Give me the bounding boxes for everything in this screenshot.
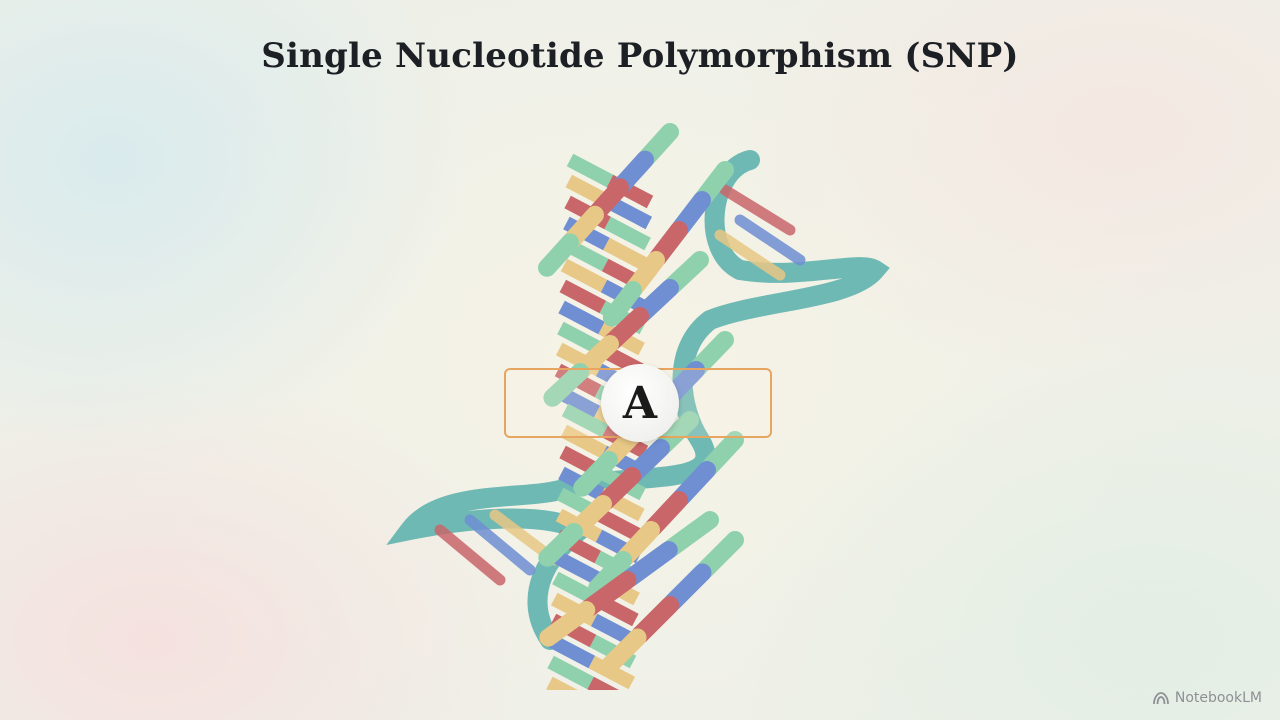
- dna-base-half: [546, 676, 578, 690]
- dna-base-half: [604, 216, 651, 251]
- dna-front-backbone-left: [596, 467, 641, 511]
- dna-back-base-pair: [714, 229, 786, 281]
- dna-back-base-pair: [464, 514, 536, 576]
- dna-base-half: [560, 258, 608, 293]
- dna-front-backbone-left: [663, 511, 719, 557]
- dna-back-base-pair: [719, 184, 796, 236]
- dna-front-backbone-left: [538, 523, 583, 567]
- dna-base-half: [557, 321, 604, 356]
- dna-base-half: [547, 655, 594, 690]
- dna-front-backbone-right: [672, 461, 716, 507]
- dna-front-backbone-left: [538, 233, 579, 277]
- dna-front-backbone-right: [602, 281, 642, 327]
- dna-front-backbone-right: [696, 531, 744, 579]
- snp-base-letter: A: [601, 364, 679, 442]
- dna-back-strand: [386, 150, 890, 650]
- dna-base-half: [566, 153, 614, 188]
- dna-front-backbone-left: [567, 495, 612, 539]
- dna-front-backbone-left: [543, 363, 589, 407]
- dna-front-backbone-left: [573, 335, 619, 379]
- notebooklm-logo-icon: [1152, 692, 1169, 705]
- dna-base-half: [553, 550, 600, 585]
- dna-base-half: [596, 508, 644, 543]
- dna-front-backbone-right: [700, 431, 744, 477]
- dna-base-half: [560, 424, 608, 459]
- dna-back-base-pair: [434, 524, 506, 586]
- dna-base-half: [561, 403, 609, 438]
- dna-back-base-pair: [734, 214, 806, 266]
- dna-front-backbone-left: [603, 307, 649, 351]
- dna-front-backbone-left: [633, 279, 679, 323]
- dna-base-half: [558, 300, 605, 335]
- dna-front-backbone-left: [625, 439, 670, 483]
- dna-base-half: [587, 676, 619, 690]
- dna-front-backbone-left: [539, 601, 596, 647]
- dna-base-half: [603, 237, 650, 272]
- dna-front-backbone-left: [580, 571, 637, 617]
- dna-front-backbone-left: [663, 251, 709, 295]
- dna-front-backbone-right: [573, 451, 618, 497]
- dna-front-backbone-right: [616, 521, 660, 567]
- dna-base-half: [559, 279, 607, 314]
- dna-front-backbone-right: [663, 563, 712, 612]
- dna-front-backbone-right: [588, 551, 632, 597]
- watermark-label: NotebookLM: [1174, 690, 1262, 706]
- slide-title: Single Nucleotide Polymorphism (SNP): [261, 36, 1019, 76]
- dna-front-backbone-left: [654, 411, 699, 455]
- dna-front-backbone-right: [631, 596, 679, 644]
- dna-front-backbone-right: [689, 331, 734, 377]
- dna-base-half: [552, 571, 599, 606]
- dna-base-half: [548, 634, 596, 669]
- dna-front-backbone-right: [644, 491, 688, 537]
- dna-front-backbone-left: [621, 541, 678, 587]
- notebooklm-watermark: NotebookLM: [1152, 690, 1262, 706]
- dna-front-backbone-right: [598, 628, 647, 677]
